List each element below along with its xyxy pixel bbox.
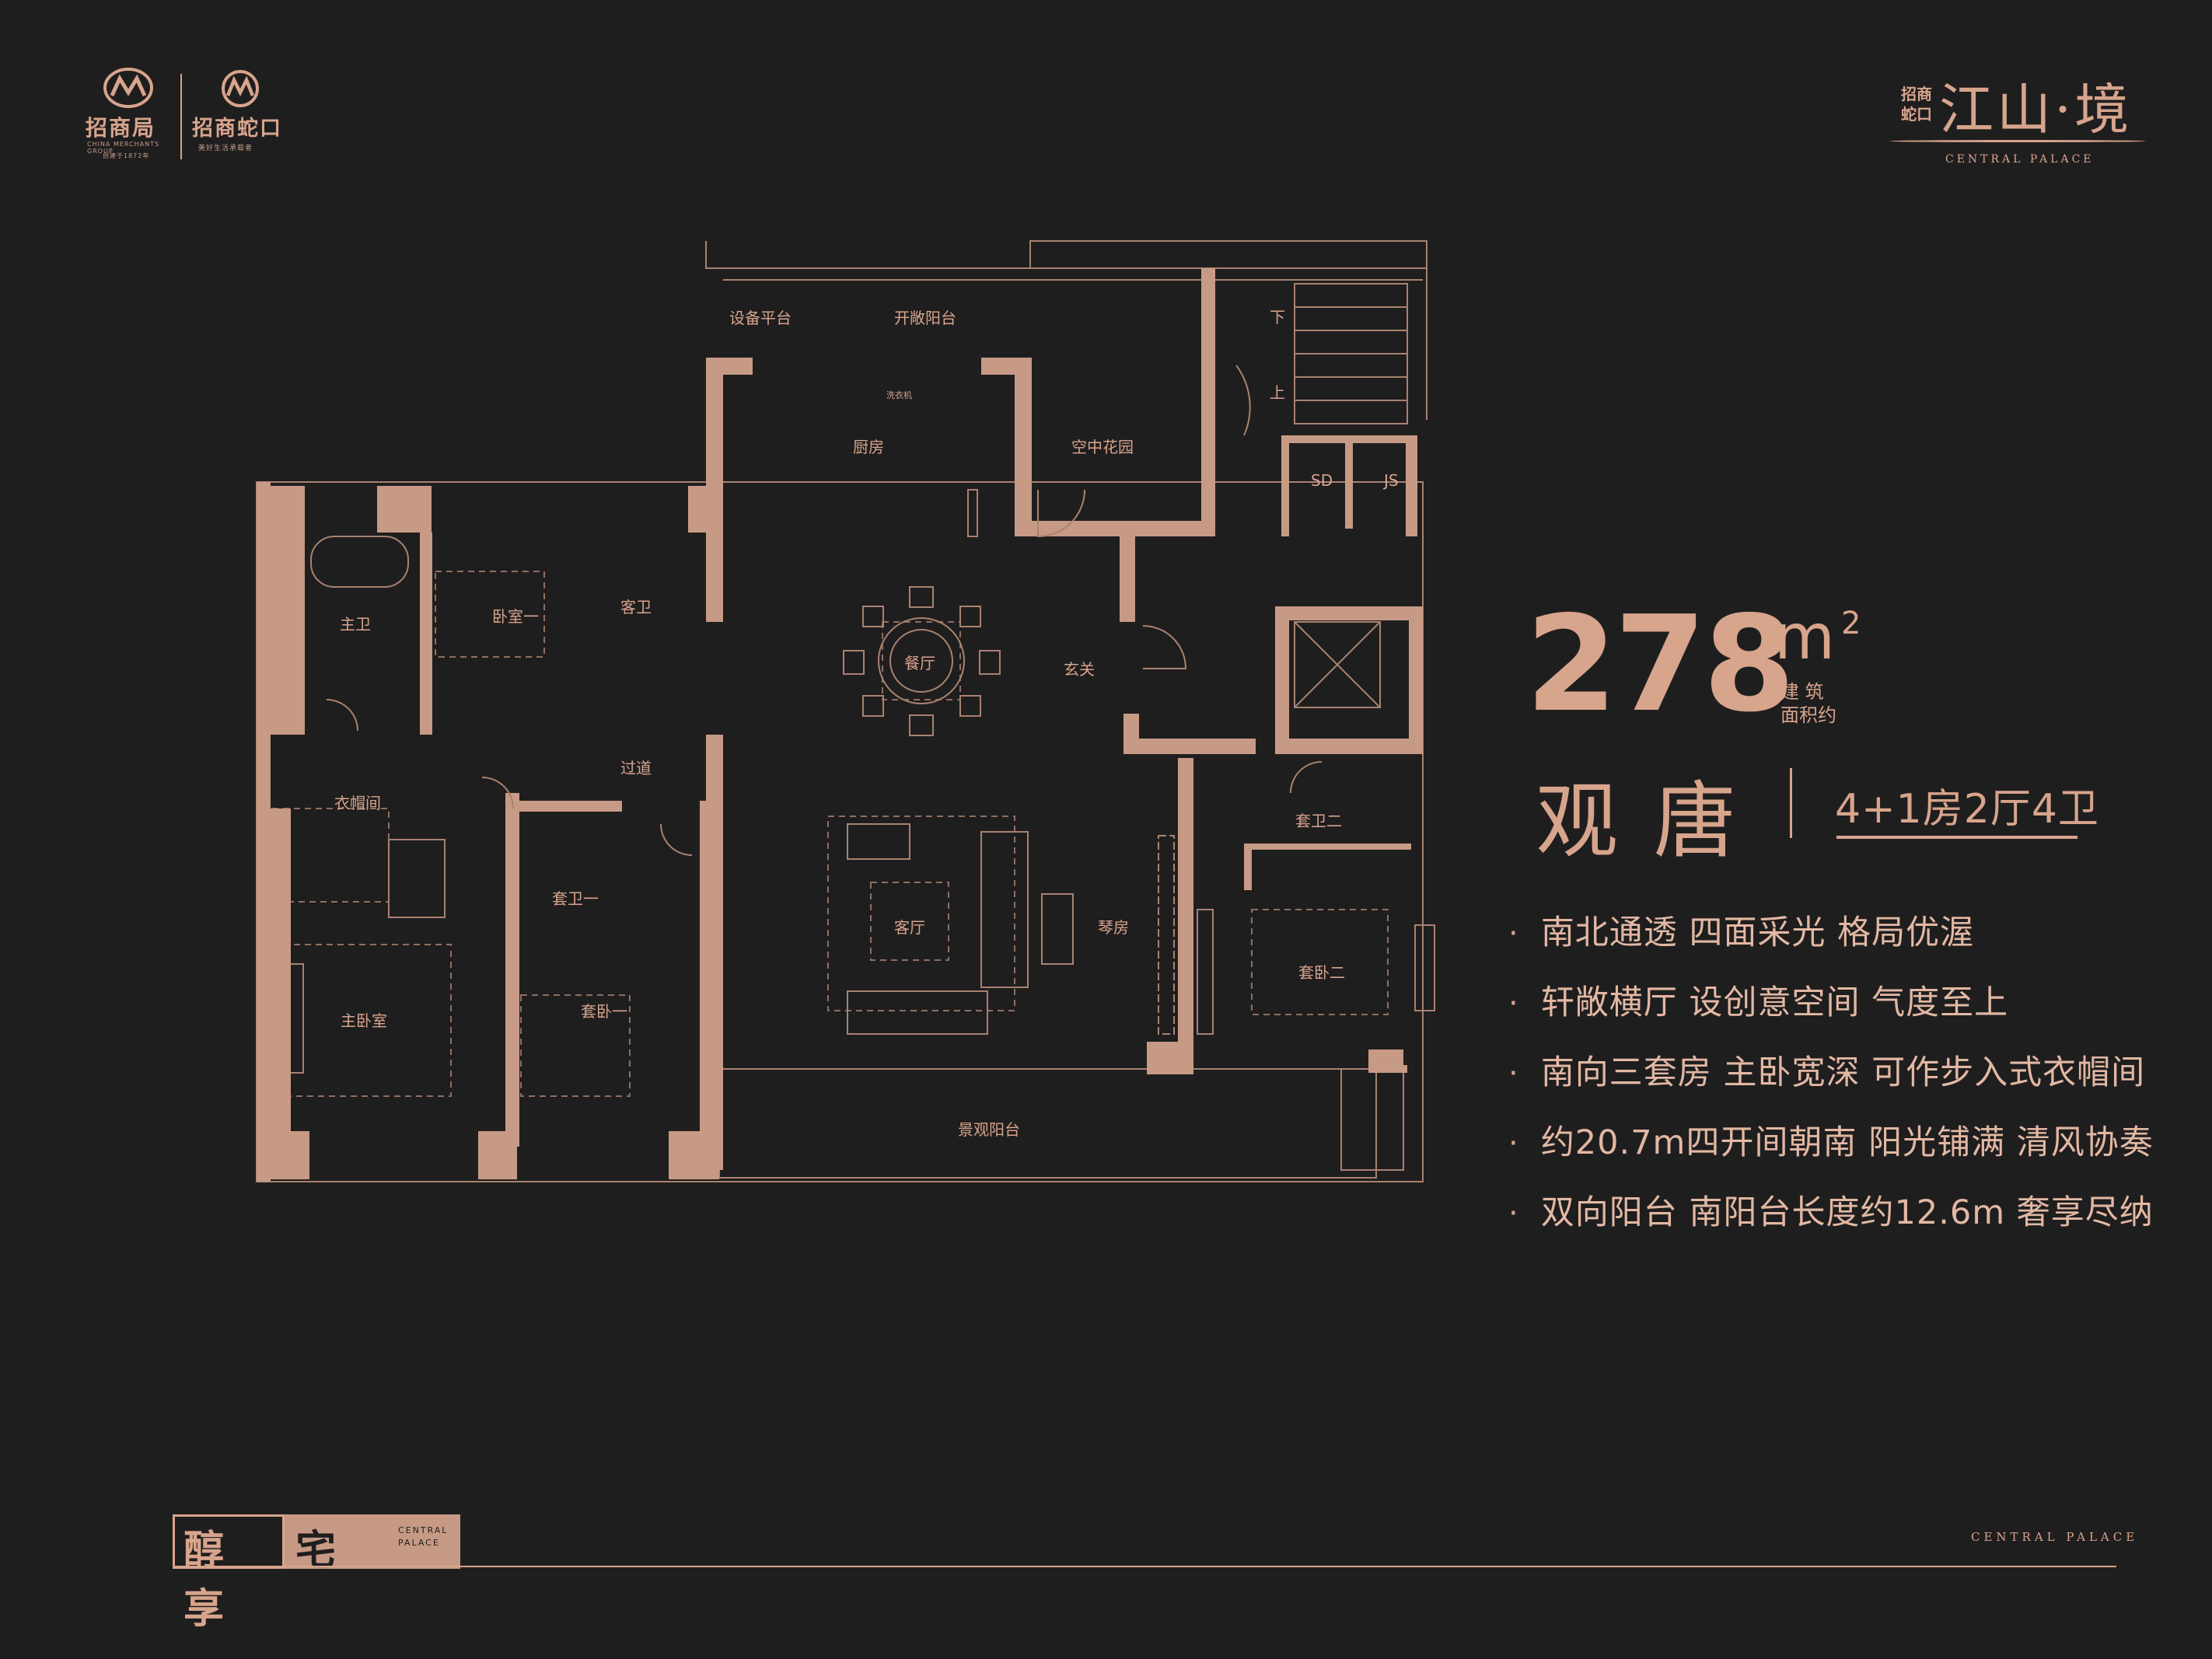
bullet-icon: ·	[1508, 916, 1518, 952]
feature-item: · 南北通透 四面采光 格局优渥	[1508, 906, 1974, 954]
project-prefix-bottom: 蛇口	[1901, 105, 1932, 124]
label-master-bed: 主卧室	[341, 1011, 387, 1030]
slogan-box-b	[285, 1514, 460, 1569]
label-suite-bath1: 套卫一	[552, 889, 599, 908]
project-underline	[1889, 140, 2146, 142]
feature-item: · 南向三套房 主卧宽深 可作步入式衣帽间	[1508, 1046, 2145, 1094]
area-unit: m	[1774, 601, 1835, 673]
label-js: JS	[1382, 471, 1399, 490]
project-logo: 招商 蛇口 江山·境 CENTRAL PALACE	[1889, 66, 2154, 175]
suite1-bed-outline	[520, 994, 631, 1097]
label-foyer: 玄关	[1064, 660, 1095, 679]
slogan-b: 宅境	[295, 1528, 337, 1633]
bullet-icon: ·	[1508, 986, 1518, 1022]
label-kitchen: 厨房	[853, 438, 884, 456]
type-divider	[1790, 768, 1792, 838]
label-down: 下	[1270, 308, 1285, 327]
slogan-en-2: PALACE	[398, 1538, 440, 1548]
label-guest-bath: 客卫	[620, 598, 652, 616]
label-living: 客厅	[894, 918, 925, 937]
dining-table-outline	[882, 621, 961, 700]
label-piano: 琴房	[1098, 918, 1129, 937]
logo-right-sub: 美好生活承载者	[198, 145, 253, 152]
bedroom1-bed-outline	[435, 571, 545, 658]
label-sd: SD	[1311, 471, 1333, 490]
feature-text: 南向三套房 主卧宽深 可作步入式衣帽间	[1540, 1053, 2146, 1092]
view-balcony-outline	[718, 1068, 1377, 1179]
staircase	[1294, 283, 1408, 424]
logo-right-name: 招商蛇口	[192, 117, 282, 141]
slogan-a: 醇享	[183, 1528, 225, 1633]
label-suite-bed2: 套卧二	[1298, 963, 1345, 982]
logo-left-name: 招商局	[86, 115, 156, 141]
cmsk-emblem-icon	[222, 70, 259, 107]
label-dining: 餐厅	[904, 654, 935, 672]
project-english: CENTRAL PALACE	[1945, 153, 2095, 166]
project-prefix-top: 招商	[1901, 85, 1932, 103]
label-up: 上	[1270, 383, 1285, 402]
slogan-en-1: CENTRAL	[398, 1525, 449, 1535]
footer-rule	[173, 1566, 2116, 1567]
brand-logos: 招商局 CHINA MERCHANTS GROUP 创建于1872年 招商蛇口 …	[78, 66, 295, 175]
feature-text: 南北通透 四面采光 格局优渥	[1540, 913, 1975, 952]
suite2-bed-outline	[1251, 909, 1389, 1015]
unit-type-name: 观 唐	[1536, 774, 1741, 869]
bullet-icon: ·	[1508, 1126, 1518, 1161]
elevator	[1294, 621, 1381, 708]
north-wing-outline	[705, 240, 1427, 420]
logo-divider	[180, 74, 182, 159]
label-open-balcony: 开敞阳台	[894, 309, 956, 327]
cmg-emblem-icon	[103, 68, 153, 108]
walls	[257, 268, 1423, 1182]
footer-english: CENTRAL PALACE	[1971, 1530, 2139, 1544]
area-note-line1: 建 筑	[1780, 681, 1824, 703]
slogan-box-a	[173, 1514, 285, 1569]
cmsk-logo: 招商蛇口 美好生活承载者	[190, 66, 299, 167]
label-washer: 洗衣机	[886, 389, 912, 400]
feature-text: 约20.7m四开间朝南 阳光铺满 清风协奏	[1540, 1123, 2154, 1162]
label-suite-bath2: 套卫二	[1295, 812, 1342, 830]
logo-left-sub2: 创建于1872年	[103, 152, 150, 159]
area-number: 278	[1525, 588, 1795, 742]
project-name: 江山·境	[1939, 78, 2133, 141]
bullet-icon: ·	[1508, 1196, 1518, 1231]
label-sky-garden: 空中花园	[1071, 438, 1134, 456]
feature-item: · 轩敞横厅 设创意空间 气度至上	[1508, 976, 2008, 1024]
living-rug	[870, 882, 949, 961]
piano	[1041, 893, 1074, 965]
label-corridor: 过道	[620, 759, 652, 777]
label-view-balcony: 景观阳台	[958, 1120, 1020, 1139]
logo-left-sub: CHINA MERCHANTS GROUP	[87, 141, 160, 155]
feature-text: 轩敞横厅 设创意空间 气度至上	[1540, 983, 2009, 1022]
layout-spec: 4+1房2厅4卫	[1835, 786, 2099, 833]
living-sofa-area	[827, 816, 1015, 1011]
dining-set	[843, 586, 1001, 736]
feature-item: · 约20.7m四开间朝南 阳光铺满 清风协奏	[1508, 1116, 2154, 1164]
label-bedroom1: 卧室一	[492, 607, 539, 626]
layout-underline	[1836, 836, 2077, 839]
china-merchants-logo: 招商局 CHINA MERCHANTS GROUP 创建于1872年	[78, 66, 179, 167]
label-suite-bed1: 套卧一	[581, 1002, 627, 1021]
feature-text: 双向阳台 南阳台长度约12.6m 奢享尽纳	[1540, 1193, 2154, 1232]
label-closet: 衣帽间	[334, 794, 381, 812]
master-bed-outline	[271, 944, 452, 1097]
bathtub	[310, 536, 409, 588]
bullet-icon: ·	[1508, 1056, 1518, 1091]
feature-item: · 双向阳台 南阳台长度约12.6m 奢享尽纳	[1508, 1186, 2154, 1234]
area-unit-sup: 2	[1841, 606, 1861, 641]
label-equipment: 设备平台	[729, 309, 791, 327]
area-note-line2: 面积约	[1780, 704, 1836, 726]
label-master-bath: 主卫	[340, 615, 371, 634]
